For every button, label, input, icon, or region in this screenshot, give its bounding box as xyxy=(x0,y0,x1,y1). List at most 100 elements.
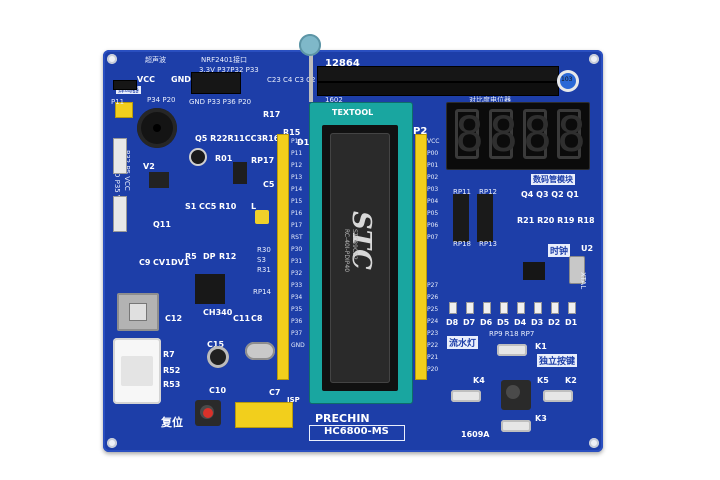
seg-digit-value: 8 xyxy=(557,107,586,163)
sensor-socket[interactable] xyxy=(113,138,127,174)
right-pin-label: P01 xyxy=(427,162,439,169)
seg-resistors: R21 R20 R19 R18 xyxy=(517,216,595,225)
v2-label: V2 xyxy=(143,162,155,171)
vcc-label: VCC xyxy=(137,75,155,84)
right-pin-label: P20 xyxy=(427,366,439,373)
mcu-chip: STC STC89C52 RC-40I-PDIP40 xyxy=(330,133,390,383)
seg-transistors: Q4 Q3 Q2 Q1 xyxy=(521,190,579,199)
mounting-hole-tl xyxy=(107,54,117,64)
left-pin-label: P16 xyxy=(291,210,303,217)
reset-button-cap[interactable] xyxy=(203,408,213,418)
clock-label: 时钟 xyxy=(548,244,571,257)
left-pin-label: P33 xyxy=(291,282,303,289)
mounting-hole-bl xyxy=(107,438,117,448)
led-d2 xyxy=(551,302,559,314)
key-k2[interactable] xyxy=(543,390,573,402)
isp-header[interactable] xyxy=(235,402,293,428)
zif-lever[interactable] xyxy=(309,50,313,102)
r10-label: R10 xyxy=(219,202,237,211)
pot-label: 103 xyxy=(561,76,573,83)
right-mcu-header[interactable] xyxy=(415,134,427,380)
led-label: D6 xyxy=(480,318,493,327)
led-label: D8 xyxy=(446,318,459,327)
left-pin-label: P17 xyxy=(291,222,303,229)
lcd12864-header[interactable] xyxy=(317,66,559,82)
left-pin-label: P30 xyxy=(291,246,303,253)
seg-digit-value: 8 xyxy=(523,107,552,163)
key-k1-top[interactable] xyxy=(497,344,527,356)
ch340-chip xyxy=(195,274,225,304)
right-pin-label: P21 xyxy=(427,354,439,361)
reset-label: 复位 xyxy=(161,416,183,429)
model-label: HC6800-MS xyxy=(324,426,389,437)
k5-label: K5 xyxy=(537,376,549,385)
right-pin-label: VCC xyxy=(427,138,440,145)
pcb-board: 超声波 NRF2401接口 3.3V P37P32 P33 VCC GND 蜂鸣… xyxy=(103,34,603,452)
s1-label: S1 xyxy=(185,202,197,211)
mounting-hole-tr xyxy=(589,54,599,64)
zif-lever-knob[interactable] xyxy=(299,34,321,56)
right-pin-label: P05 xyxy=(427,210,439,217)
jumper-p11[interactable] xyxy=(115,102,133,118)
led-label: D7 xyxy=(463,318,476,327)
seg-digit-value: 8 xyxy=(489,107,518,163)
left-pin-label: P11 xyxy=(291,150,303,157)
led-d6 xyxy=(483,302,491,314)
usb-connector[interactable] xyxy=(113,338,161,404)
c8-label: C8 xyxy=(251,314,263,323)
led-label: D4 xyxy=(514,318,527,327)
r17-label: R17 xyxy=(263,110,281,119)
c10-label: C10 xyxy=(209,386,227,395)
left-pin-label: P10 xyxy=(291,138,303,145)
right-pin-label: P03 xyxy=(427,186,439,193)
lcd1602-header[interactable] xyxy=(317,82,559,96)
isp-label: ISP xyxy=(287,396,300,404)
nrf-header[interactable] xyxy=(191,72,241,94)
led-rp-label: RP9 R18 RP7 xyxy=(489,330,535,338)
ir-socket[interactable] xyxy=(113,196,127,232)
electrolytic-cap-v2 xyxy=(189,148,207,166)
p2-label: P2 xyxy=(413,126,428,137)
c5-label: C5 xyxy=(263,180,275,189)
dv1-label: DV1 xyxy=(171,258,190,267)
zif-socket[interactable]: TEXTOOL STC STC89C52 RC-40I-PDIP40 xyxy=(309,102,413,404)
rtc-chip xyxy=(523,262,545,280)
power-switch[interactable] xyxy=(117,293,159,331)
cv1-label: CV1 xyxy=(153,258,171,267)
led-d8 xyxy=(449,302,457,314)
r12-label: R12 xyxy=(219,252,237,261)
mcu-line2: RC-40I-PDIP40 xyxy=(343,229,350,273)
left-pin-label: P15 xyxy=(291,198,303,205)
c9-label: C9 xyxy=(139,258,151,267)
led-label: D5 xyxy=(497,318,510,327)
digit-2 xyxy=(489,109,513,159)
buzzer-label: 蜂鸣器 xyxy=(116,86,141,94)
model-box: HC6800-MS xyxy=(309,425,405,441)
right-pin-label: P00 xyxy=(427,150,439,157)
gnd-label: GND xyxy=(171,75,191,84)
socket-brand: TEXTOOL xyxy=(332,108,374,117)
digit-1 xyxy=(455,109,479,159)
led-d3 xyxy=(534,302,542,314)
left-mcu-header[interactable] xyxy=(277,134,289,380)
key-k4[interactable] xyxy=(451,390,481,402)
key-k3[interactable] xyxy=(501,420,531,432)
contrast-pot[interactable]: 103 xyxy=(557,70,579,92)
sensor-header[interactable] xyxy=(113,80,137,90)
q5-label: Q5 R22R11CC3R16 xyxy=(195,134,280,143)
led-label: D1 xyxy=(565,318,578,327)
left-pin-label: P37 xyxy=(291,330,303,337)
right-pin-label: P02 xyxy=(427,174,439,181)
r01-label: R01 xyxy=(215,154,233,163)
right-pin-label: P04 xyxy=(427,198,439,205)
brand-label: PRECHIN xyxy=(315,412,370,425)
r31-label: R31 xyxy=(257,266,271,274)
key-k5[interactable] xyxy=(501,380,531,410)
p-row-label: 3.3V P37P32 P33 xyxy=(199,66,259,74)
led-d1 xyxy=(568,302,576,314)
lcd12864-label: 12864 xyxy=(325,58,360,69)
seg-module-label: 数码管模块 xyxy=(531,174,575,185)
cc5-label: CC5 xyxy=(199,202,217,211)
r53-label: R53 xyxy=(163,380,181,389)
